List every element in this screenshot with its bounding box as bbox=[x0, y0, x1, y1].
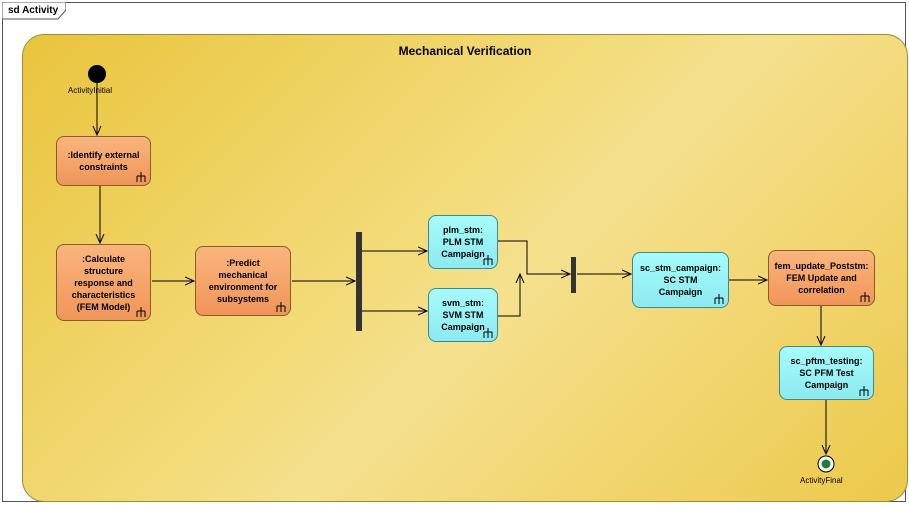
action-sc-stm-campaign[interactable]: sc_stm_campaign: SC STM Campaign bbox=[632, 252, 729, 308]
call-behavior-icon bbox=[859, 386, 869, 396]
action-fem-update[interactable]: fem_update_Poststm: FEM Update and corre… bbox=[768, 250, 875, 306]
fork-bar bbox=[356, 232, 362, 331]
call-behavior-icon bbox=[860, 292, 870, 302]
flow-svm-join bbox=[498, 274, 520, 317]
action-calculate-structure[interactable]: :Calculate structure response and charac… bbox=[56, 244, 151, 321]
initial-node bbox=[88, 65, 106, 83]
call-behavior-icon bbox=[276, 302, 286, 312]
call-behavior-icon bbox=[136, 307, 146, 317]
frame-label: sd Activity bbox=[8, 5, 59, 16]
action-pftm-text: sc_pftm_testing: SC PFM Test Campaign bbox=[790, 356, 863, 390]
action-sc-pftm-testing[interactable]: sc_pftm_testing: SC PFM Test Campaign bbox=[779, 346, 874, 400]
initial-label: ActivityInitial bbox=[68, 86, 113, 95]
action-identify-constraints[interactable]: :Identify external constraints bbox=[56, 136, 151, 186]
action-svm-text: svm_stm: SVM STM Campaign bbox=[441, 298, 485, 332]
final-node-core bbox=[821, 459, 831, 469]
flow-plm-join bbox=[498, 240, 570, 274]
call-behavior-icon bbox=[483, 255, 493, 265]
action-plm-text: plm_stm: PLM STM Campaign bbox=[441, 225, 485, 259]
call-behavior-icon bbox=[136, 172, 146, 182]
action-svm-stm[interactable]: svm_stm: SVM STM Campaign bbox=[428, 288, 498, 342]
action-fem-text: fem_update_Poststm: FEM Update and corre… bbox=[774, 261, 869, 295]
final-label: ActivityFinal bbox=[800, 476, 843, 485]
action-calculate-text: :Calculate structure response and charac… bbox=[71, 253, 136, 312]
region-title: Mechanical Verification bbox=[398, 44, 532, 58]
action-predict-text: :Predict mechanical environment for subs… bbox=[208, 258, 278, 304]
join-bar bbox=[571, 257, 576, 293]
call-behavior-icon bbox=[483, 328, 493, 338]
frame-tab-shape bbox=[2, 2, 66, 20]
action-identify-text: :Identify external constraints bbox=[67, 150, 140, 172]
action-predict-environment[interactable]: :Predict mechanical environment for subs… bbox=[195, 246, 291, 316]
call-behavior-icon bbox=[714, 294, 724, 304]
action-plm-stm[interactable]: plm_stm: PLM STM Campaign bbox=[428, 215, 498, 269]
action-sc-stm-text: sc_stm_campaign: SC STM Campaign bbox=[639, 263, 722, 297]
